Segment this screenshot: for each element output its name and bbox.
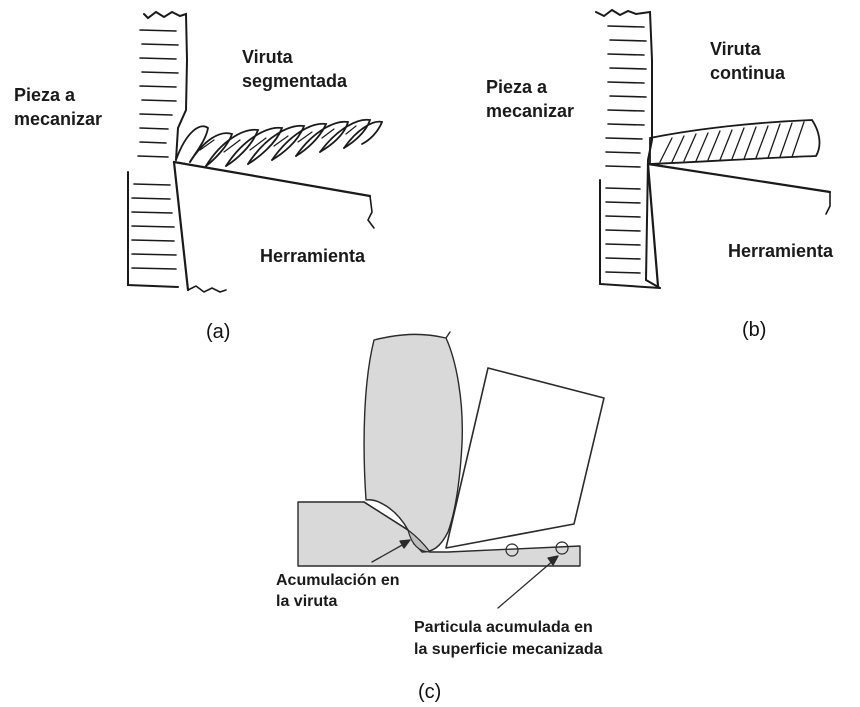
- panel-c-particle-label: Particula acumulada en: [414, 618, 593, 638]
- panel-c-buildup-label: Acumulación en: [276, 571, 400, 591]
- panel-c-drawing: [298, 332, 604, 608]
- panel-b-caption: (b): [742, 318, 766, 342]
- panel-a-segmented-chip: [176, 120, 382, 166]
- panel-a-caption: (a): [206, 320, 230, 344]
- panel-a-chip-label-line-2: segmentada: [242, 70, 347, 92]
- panel-b-workpiece-label-line-2: mecanizar: [486, 100, 574, 122]
- panel-b-continuous-chip: [650, 120, 819, 164]
- panel-c-caption: (c): [418, 680, 441, 704]
- panel-b-tool-label: Herramienta: [728, 240, 833, 262]
- panel-a-tool-label: Herramienta: [260, 245, 365, 267]
- panel-a-workpiece-label: Pieza a: [14, 84, 75, 106]
- panel-c-particle-label-line-2: la superficie mecanizada: [414, 640, 603, 660]
- panel-a-workpiece-hatching: [132, 30, 178, 269]
- panel-a-tool: [174, 162, 374, 292]
- panel-b-chip-label: Viruta: [710, 38, 761, 60]
- panel-b-tool: [648, 164, 830, 286]
- panel-b-workpiece-label: Pieza a: [486, 76, 547, 98]
- panel-b-chip-label-line-2: continua: [710, 62, 785, 84]
- panel-c-tool: [446, 368, 604, 548]
- panel-a-chip-label: Viruta: [242, 46, 293, 68]
- panel-a-workpiece-label-line-2: mecanizar: [14, 108, 102, 130]
- panel-b-workpiece-hatching: [606, 26, 646, 273]
- panel-c-buildup-label-line-2: la viruta: [276, 592, 337, 612]
- panel-a-workpiece-base: [128, 172, 178, 287]
